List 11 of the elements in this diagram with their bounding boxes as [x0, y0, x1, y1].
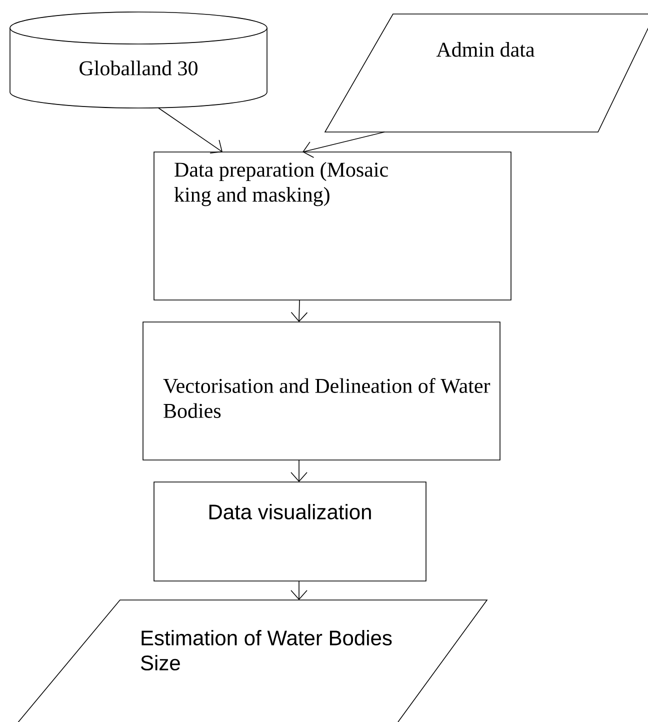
- data-cylinder: Globalland 30: [10, 12, 268, 108]
- process-box: Data visualization: [154, 482, 426, 582]
- output-parallelogram: Estimation of Water Bodies Size: [10, 600, 488, 722]
- arrow: [290, 460, 308, 482]
- arrow: [290, 580, 308, 600]
- arrow: [158, 108, 222, 154]
- arrow: [302, 132, 385, 158]
- process-box: Data preparation (Mosaic king and masking): [154, 152, 512, 300]
- process-box: Vectorisation and Delineation of Water Bodies: [142, 322, 500, 460]
- node-label: Globalland 30: [80, 60, 198, 76]
- arrow: [290, 300, 308, 322]
